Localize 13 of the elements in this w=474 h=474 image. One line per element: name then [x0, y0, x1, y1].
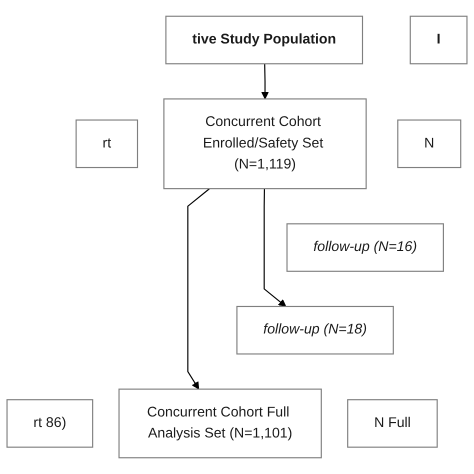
node-box: I — [410, 16, 468, 64]
node-box: follow-up (N=18) — [236, 306, 394, 355]
node-box: rt 86) — [6, 399, 94, 448]
node-box: follow-up (N=16) — [286, 223, 444, 272]
node-box: Concurrent Cohort Full Analysis Set (N=1,101) — [118, 388, 322, 458]
node-box: N Full — [347, 399, 438, 448]
node-box: rt — [76, 119, 138, 168]
arrow — [187, 188, 210, 390]
node-box: N — [397, 119, 462, 168]
arrow — [264, 188, 286, 307]
node-box: tive Study Population — [165, 16, 364, 64]
node-box: Concurrent Cohort Enrolled/Safety Set (N=1,119) — [163, 98, 367, 190]
arrow — [261, 64, 269, 100]
